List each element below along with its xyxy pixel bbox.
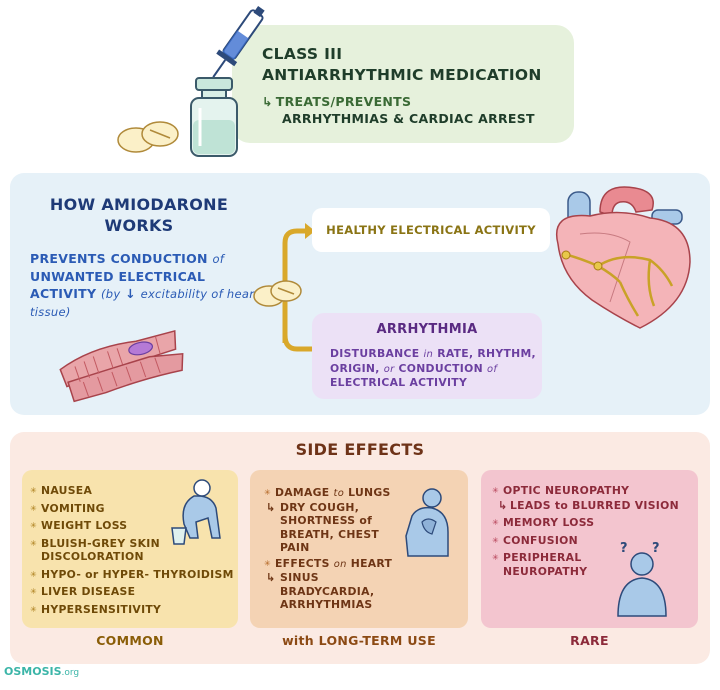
long-term-effects-list: DAMAGE to LUNGS DRY COUGH, SHORTNESS of … [264,486,414,612]
class-subtitle: ↳TREATS/PREVENTS ARRHYTHMIAS & CARDIAC A… [262,94,535,126]
sub-arrow-icon: ↳ [262,94,273,109]
arrhythmia-box [312,313,542,399]
common-label: COMMON [96,633,164,648]
branch-arrow-icon [282,223,315,352]
common-effects-list: NAUSEA VOMITING WEIGHT LOSS BLUISH-GREY … [30,484,234,620]
list-subitem: SINUS BRADYCARDIA, ARRHYTHMIAS [264,571,414,612]
healthy-activity-box: HEALTHY ELECTRICAL ACTIVITY [312,208,550,252]
list-subitem: LEADS to BLURRED VISION [492,499,679,513]
nauseous-person-icon [171,479,221,545]
svg-text:?: ? [652,541,660,556]
arrhythmia-description: DISTURBANCE in RATE, RHYTHM, ORIGIN, or … [330,347,536,389]
confused-person-icon: ? ? [617,541,667,617]
list-item: WEIGHT LOSS [30,519,234,533]
coughing-person-icon [405,488,449,557]
list-item: EFFECTS on HEART [264,557,414,572]
muscle-cells-icon [59,329,184,403]
side-effects-title: SIDE EFFECTS [295,440,425,459]
rare-label: RARE [570,633,609,648]
syringe-icon [212,6,265,78]
pill-icon [253,280,302,307]
rare-effects-list: OPTIC NEUROPATHY LEADS to BLURRED VISION… [492,484,679,582]
long-term-label: with LONG-TERM USE [282,633,436,648]
vial-icon [190,77,238,157]
list-item: LIVER DISEASE [30,585,234,599]
list-item: DAMAGE to LUNGS [264,486,414,501]
list-item: MEMORY LOSS [492,516,679,530]
list-item: VOMITING [30,502,234,516]
how-title: HOW AMIODARONE WORKS [49,195,229,235]
class-info-box [232,25,574,143]
list-item: PERIPHERAL NEUROPATHY [492,551,592,578]
heart-icon [556,186,691,329]
list-item: HYPO- or HYPER- THYROIDISM [30,568,234,582]
list-item: NAUSEA [30,484,234,498]
list-item: BLUISH-GREY SKIN DISCOLORATION [30,537,180,564]
osmosis-logo: OSMOSIS.org [4,665,80,678]
class-title: CLASS III ANTIARRHYTHMIC MEDICATION [262,45,542,84]
how-description: PREVENTS CONDUCTION of UNWANTED ELECTRIC… [30,251,260,319]
pill-icon [117,121,179,153]
list-item: OPTIC NEUROPATHY [492,484,679,498]
list-item: HYPERSENSITIVITY [30,603,234,617]
list-subitem: DRY COUGH, SHORTNESS of BREATH, CHEST PA… [264,501,394,555]
svg-text:?: ? [620,541,628,556]
list-item: CONFUSION [492,534,679,548]
arrhythmia-title: ARRHYTHMIA [376,322,478,337]
